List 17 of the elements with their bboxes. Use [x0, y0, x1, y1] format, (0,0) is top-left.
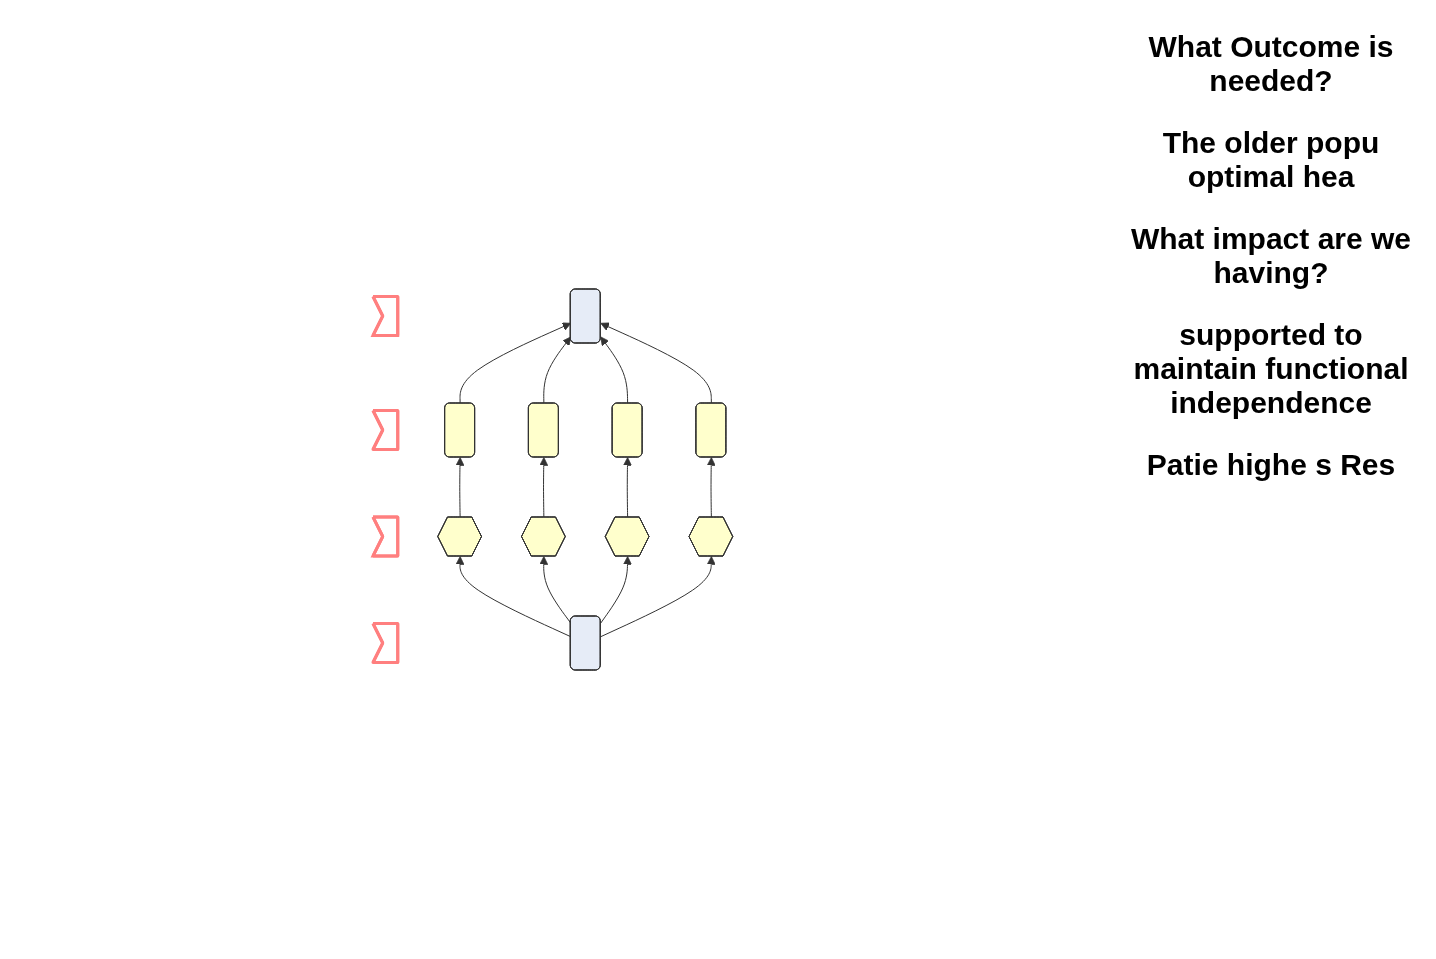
arrow	[539, 457, 549, 518]
arrow	[600, 322, 712, 404]
arrow	[455, 457, 465, 518]
note-text: supported to maintain functional independence	[1132, 318, 1410, 420]
note-text: What Outcome is needed?	[1147, 30, 1395, 98]
arrow	[623, 457, 632, 518]
arrow	[539, 556, 572, 624]
note-text: Patie highe s Res	[1145, 448, 1397, 482]
arrow	[543, 336, 572, 404]
arrow	[455, 556, 572, 638]
arrow	[600, 556, 716, 638]
arrow	[600, 336, 629, 404]
note-text: The older popu optimal hea	[1161, 126, 1381, 194]
arrow	[706, 457, 716, 518]
arrow	[459, 322, 572, 404]
note-text: What impact are we having?	[1129, 222, 1413, 290]
arrow	[600, 556, 632, 624]
